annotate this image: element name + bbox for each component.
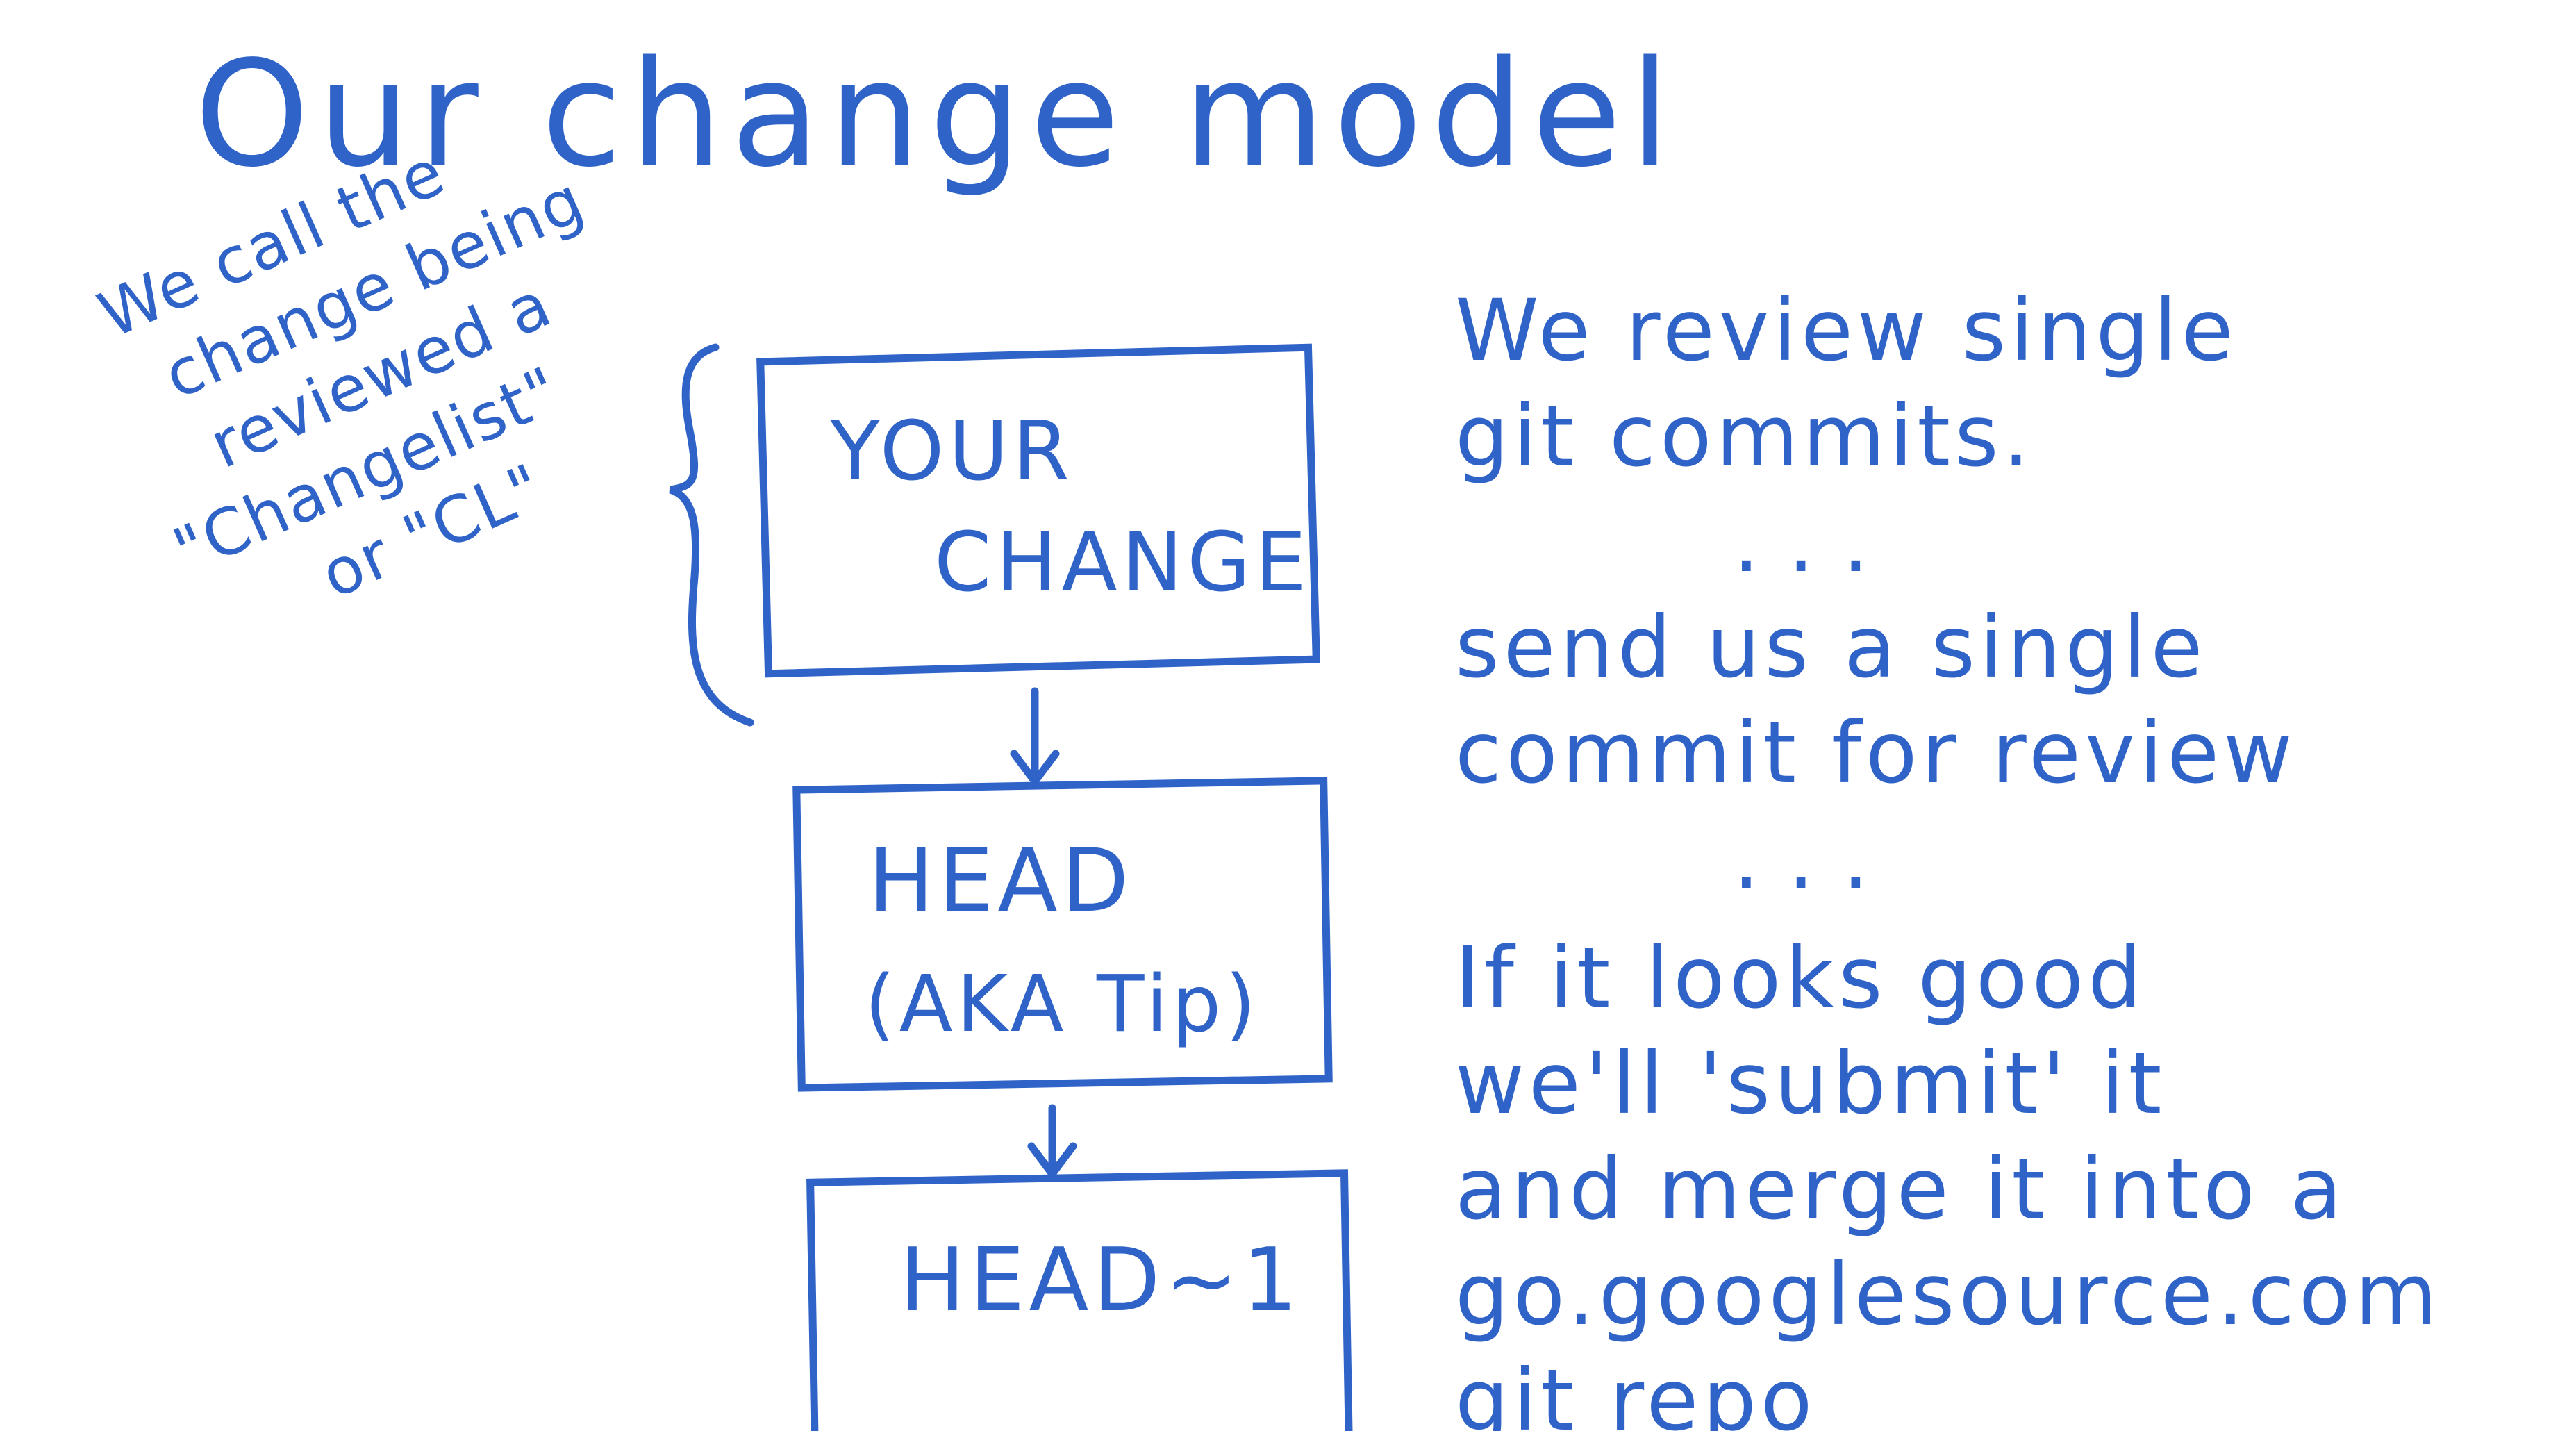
left-curly-brace-icon [669, 343, 754, 727]
ellipsis: ... [1733, 493, 1897, 591]
explanation-line: git repo [1455, 1351, 1817, 1431]
your-change-label: YOUR [830, 403, 1074, 499]
explanation-line: send us a single [1455, 598, 2207, 697]
explanation-line: commit for review [1455, 704, 2297, 802]
your-change-label: CHANGE [934, 514, 1311, 610]
explanation-line: go.googlesource.com [1455, 1246, 2442, 1344]
explanation-text: We review single git commits. ... send u… [1455, 278, 2441, 1431]
head-label: HEAD [868, 829, 1133, 932]
explanation-line: If it looks good [1455, 929, 2146, 1027]
explanation-line: we'll 'submit' it [1455, 1034, 2166, 1133]
explanation-line: We review single [1455, 281, 2238, 380]
explanation-line: and merge it into a [1455, 1140, 2347, 1239]
down-arrow-icon [1027, 1104, 1077, 1178]
head-minus-1-label: HEAD~1 [899, 1229, 1302, 1331]
your-change-box [756, 343, 1320, 678]
ellipsis: ... [1733, 809, 1897, 908]
explanation-line: git commits. [1455, 387, 2034, 486]
head-aka-label: (AKA Tip) [865, 959, 1260, 1050]
down-arrow-icon [1010, 687, 1060, 786]
diagram-title: Our change model [194, 29, 1679, 199]
